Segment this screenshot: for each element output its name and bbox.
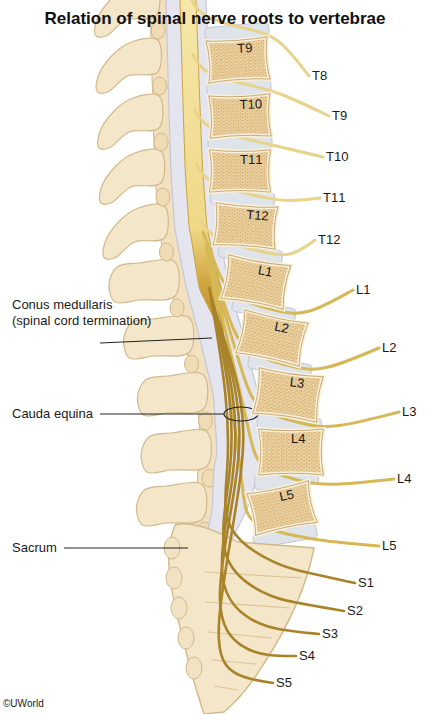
copyright-mark: ©UWorld (3, 698, 44, 710)
vertebra-cortex (213, 203, 278, 250)
sacral-segment-line (205, 572, 302, 578)
vertebra-cortex (209, 94, 272, 138)
vertebra-cortex (236, 310, 309, 367)
nerve-root-label: T8 (312, 68, 327, 84)
leader-line (64, 548, 188, 549)
vertebra-outline (243, 478, 321, 538)
part-label: Conus medullaris (spinal cord terminatio… (12, 297, 153, 328)
sacrum-bone (169, 524, 314, 714)
spinous-process (141, 429, 211, 473)
sacral-crest (178, 627, 194, 649)
vertebra-label: T12 (245, 207, 268, 224)
nerve-root-label: S2 (347, 603, 363, 619)
nerve-root-label: T11 (323, 190, 345, 206)
vertebra-outline (209, 201, 281, 252)
spinous-process (137, 372, 207, 416)
vertebra-edge (247, 481, 317, 535)
vertebra-edge (253, 368, 324, 423)
facet-joint (170, 299, 184, 317)
nerve-root-label: S4 (299, 648, 315, 664)
nerve-root-label: L2 (382, 340, 396, 356)
vertebra-edge (209, 150, 270, 192)
facet-joint (156, 188, 170, 206)
nerve-root-label: S5 (276, 675, 292, 691)
vertebra-cortex (221, 255, 291, 309)
vertebra-label: L2 (273, 318, 290, 336)
diagram-title: Relation of spinal nerve roots to verteb… (0, 9, 430, 29)
vertebra-outline (232, 307, 312, 369)
vertebral-body: L2 (232, 307, 312, 369)
facet-joint (159, 243, 173, 261)
sacral-crest (166, 567, 182, 589)
vertebra-label: T10 (239, 96, 262, 112)
vertebra-edge (221, 255, 291, 309)
facet-joint (154, 133, 168, 151)
leader-line (100, 338, 212, 343)
leader-layer (64, 338, 258, 548)
nerve-root-label: T10 (326, 149, 348, 165)
vertebral-body: T12 (209, 201, 281, 252)
nerve-root-label: L3 (402, 404, 416, 420)
nerve-root-label: S1 (358, 575, 374, 591)
vertebra-outline (249, 365, 327, 425)
nerve-root-label: L5 (382, 538, 396, 554)
sacral-segment-line (212, 660, 256, 664)
back-layer (95, 0, 322, 714)
spinous-process (100, 149, 165, 204)
vertebra-label: L1 (257, 262, 274, 279)
vertebra-label: L4 (291, 431, 305, 446)
nerve-root-label: L1 (356, 282, 370, 298)
vertebra-edge (236, 310, 309, 367)
sacral-crest (186, 657, 202, 679)
nerve-root-label: S3 (322, 626, 338, 642)
spinous-process (98, 94, 163, 149)
vertebra-label: L5 (278, 486, 295, 504)
vertebra-edge (259, 429, 324, 475)
nerve-root-label: T9 (332, 108, 347, 124)
nerve-root-label: L4 (397, 471, 411, 487)
nerve-root-label: T12 (318, 232, 340, 248)
spinal-nerve (206, 246, 379, 369)
spinous-process (103, 204, 168, 259)
vertebra-label: T11 (240, 152, 262, 167)
spinous-process (109, 259, 179, 303)
spinal-nerve (216, 314, 296, 656)
vertebral-body: T9 (202, 35, 273, 86)
sacral-crest (171, 597, 187, 619)
vertebra-edge (206, 37, 270, 83)
part-label: Sacrum (12, 540, 57, 556)
vertebra-label: L3 (289, 374, 305, 391)
part-label: Cauda equina (12, 406, 93, 422)
vertebra-edge (209, 94, 272, 138)
sacral-segment-line (214, 686, 238, 690)
leader-line (100, 414, 224, 415)
vertebra-cortex (206, 37, 270, 83)
vertebra-label: T9 (237, 40, 253, 56)
vertebra-cortex (253, 368, 324, 423)
vertebral-body: L4 (255, 427, 327, 477)
vertebral-body: L3 (249, 365, 327, 425)
nerve-layer (191, 0, 399, 683)
sacral-segment-line (205, 602, 290, 608)
vertebra-cortex (259, 429, 324, 475)
spinous-process (96, 38, 161, 93)
facet-joint (198, 412, 212, 430)
vertebra-outline (217, 252, 294, 311)
vertebra-cortex (247, 481, 317, 535)
vertebral-body: T11 (206, 148, 274, 194)
vertebral-body: L5 (243, 478, 321, 538)
vertebra-edge (213, 203, 278, 250)
vertebral-body: T10 (205, 92, 275, 140)
vertebra-cortex (209, 150, 270, 192)
spinal-nerve (212, 298, 344, 611)
facet-joint (185, 355, 199, 373)
spinous-process (136, 482, 206, 526)
vertebral-body: L1 (217, 252, 294, 311)
facet-joint (153, 77, 167, 95)
